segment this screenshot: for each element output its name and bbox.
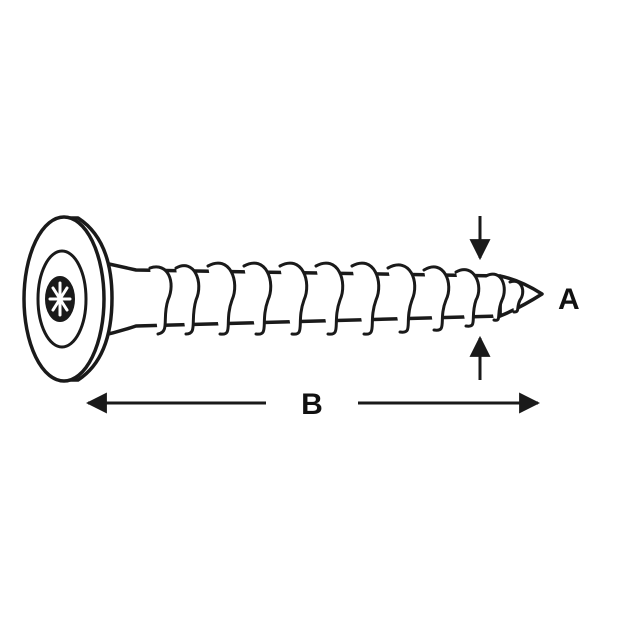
label-a: A	[558, 283, 580, 316]
screw-threads	[148, 261, 525, 336]
label-b: B	[301, 388, 323, 421]
screw	[22, 215, 544, 383]
pozidrive-icon	[48, 281, 72, 317]
